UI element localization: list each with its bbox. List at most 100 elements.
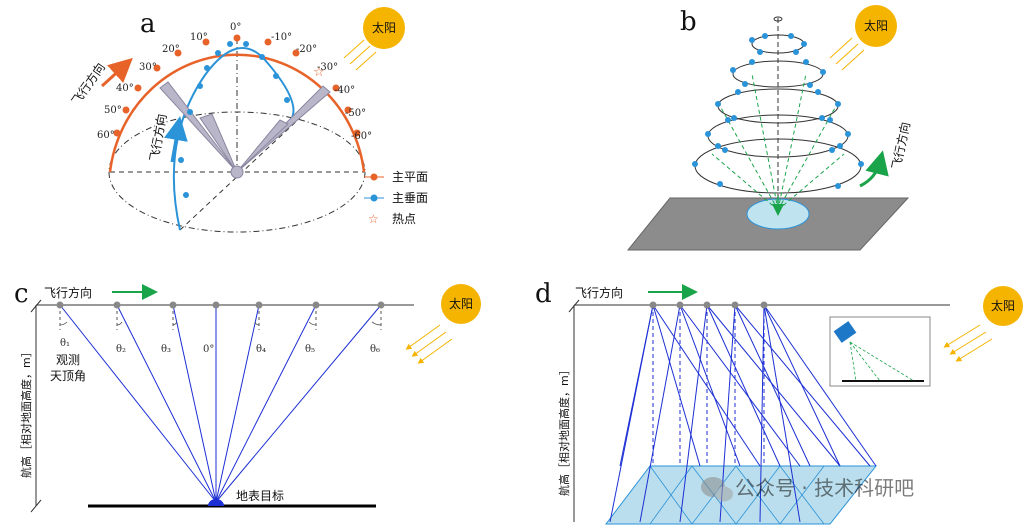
camera-inset: [829, 316, 931, 387]
orange-point: [332, 84, 340, 92]
sun-label: 太阳: [372, 20, 396, 35]
legend-label: 主平面: [392, 170, 428, 184]
theta-label: θ₅: [305, 344, 315, 355]
orange-point: [353, 129, 361, 137]
panel-c: c 飞行方向: [14, 279, 481, 513]
principal-plane-points: [113, 34, 361, 137]
blue-point: [197, 83, 203, 89]
target-label: 地表目标: [236, 489, 284, 503]
orange-point: [233, 34, 241, 42]
watermark: 公众号 · 技术科研吧: [701, 476, 914, 502]
view-beam-left: [159, 81, 238, 173]
sun-rays: [405, 324, 453, 364]
sensor-points: [56, 301, 385, 309]
sample-points: [692, 33, 864, 189]
angle-label: -60°: [351, 131, 372, 142]
flight-direction-label: 飞行方向: [888, 121, 913, 171]
watermark-text: 公众号 · 技术科研吧: [735, 476, 914, 500]
sensor-points: [649, 301, 768, 309]
flight-direction-label: 飞行方向: [68, 60, 108, 108]
theta-labels: θ₁ θ₂ θ₃ 0° θ₄ θ₅ θ₆: [60, 338, 380, 355]
angle-label: 20°: [162, 44, 180, 55]
zenith-label: 天顶角: [50, 369, 86, 383]
panel-d-letter: d: [535, 279, 552, 309]
blue-point: [227, 41, 233, 47]
orange-point: [153, 64, 161, 72]
sun-label: 太阳: [864, 18, 888, 33]
angle-label: -10°: [271, 32, 292, 43]
blue-point: [178, 157, 184, 163]
angle-label: 10°: [190, 32, 208, 43]
angle-label: 50°: [104, 105, 122, 116]
orange-point: [264, 38, 272, 46]
theta-label: θ₂: [116, 344, 126, 355]
y-axis-label: 航高［相对地面高度，m］: [557, 364, 571, 496]
angle-labels: 60° 50° 40° 30° 20° 10° 0° -10° -20° -30…: [97, 22, 372, 142]
sun-icon: [441, 284, 481, 324]
orange-point: [122, 106, 130, 114]
orange-point: [292, 49, 300, 57]
sun-rays: [343, 39, 377, 71]
angle-label: 0°: [230, 22, 241, 33]
panel-b-letter: b: [680, 7, 697, 37]
perpendicular-plane-points: [178, 41, 290, 198]
angle-label: -30°: [317, 62, 338, 73]
theta-label: 0°: [203, 344, 214, 355]
legend-star-icon: ☆: [368, 212, 379, 226]
y-axis-label: 航高［相对地面高度，m］: [19, 346, 33, 478]
flight-direction-label: 飞行方向: [575, 285, 623, 300]
sun-icon: [855, 5, 897, 47]
flight-arrow-blue: [164, 116, 188, 163]
panel-a: a ☆: [68, 7, 428, 233]
theta-label: θ₆: [370, 344, 380, 355]
view-beam-right-inner: [236, 119, 289, 173]
blue-point: [204, 65, 210, 71]
orange-point: [202, 38, 210, 46]
angle-arcs: [59, 321, 382, 326]
blue-point: [273, 73, 279, 79]
view-beam-left-inner: [199, 113, 238, 173]
legend-label: 热点: [392, 212, 416, 226]
blue-point: [284, 97, 290, 103]
theta-label: θ₁: [60, 338, 70, 349]
sun-rays: [943, 324, 993, 362]
angle-label: 30°: [139, 62, 157, 73]
sun-rays: [829, 37, 865, 71]
blue-point: [187, 109, 193, 115]
angle-label: 60°: [97, 130, 115, 141]
view-rays: [609, 304, 877, 523]
orange-point: [344, 106, 352, 114]
flight-arrow-orange: [100, 57, 133, 88]
angle-label: -40°: [334, 85, 355, 96]
zenith-label: 观测: [56, 353, 80, 367]
orange-point: [113, 129, 121, 137]
sun-label: 太阳: [991, 298, 1015, 313]
sun-icon: [363, 7, 405, 49]
center-target: [230, 165, 244, 179]
flight-direction-label: 飞行方向: [44, 285, 92, 300]
panel-b: b: [626, 5, 913, 251]
legend-blue-marker: [370, 194, 378, 202]
principal-plane-arc: [108, 53, 366, 173]
angle-label: -20°: [296, 44, 317, 55]
legend-orange-marker: [370, 173, 378, 181]
sun-icon: [983, 286, 1023, 326]
perpendicular-plane-arc: [172, 47, 295, 231]
panel-d: d 飞行方向 航高［相对地面高度，m］: [535, 279, 1023, 525]
blue-point: [259, 54, 265, 60]
blue-point: [243, 41, 249, 47]
flight-direction-label-2: 飞行方向: [146, 113, 169, 163]
legend-label: 主垂面: [392, 191, 428, 205]
ground-footprints: [604, 465, 878, 525]
panel-c-letter: c: [14, 279, 29, 309]
nadir-dashes: [59, 305, 382, 330]
angle-label: 40°: [116, 83, 134, 94]
camera-icon: [833, 321, 857, 343]
nadir-rays: [652, 305, 765, 466]
angle-label: -50°: [345, 108, 366, 119]
hotspot-star-icon: ☆: [313, 65, 325, 80]
theta-label: θ₄: [256, 344, 266, 355]
theta-label: θ₃: [161, 344, 171, 355]
panel-a-letter: a: [140, 9, 156, 39]
